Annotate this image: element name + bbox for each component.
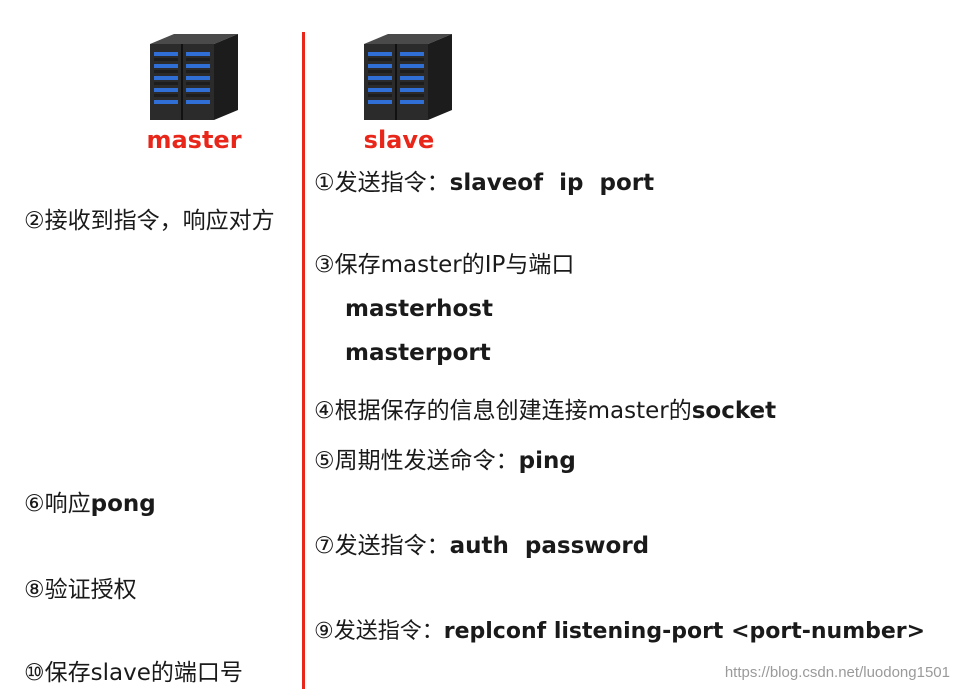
watermark-url: https://blog.csdn.net/luodong1501	[724, 664, 950, 681]
step-3-item-masterhost: masterhost	[345, 296, 493, 322]
step-6-keyword: pong	[90, 491, 156, 517]
step-3: ③保存master的IP与端口	[314, 252, 575, 278]
step-1-command: slaveof ip port	[449, 170, 655, 196]
step-3-item-masterport: masterport	[345, 340, 491, 366]
master-server-icon	[150, 34, 238, 120]
step-10: ⑩保存slave的端口号	[24, 660, 243, 686]
step-9-command: replconf listening-port <port-number>	[443, 619, 926, 644]
step-6: ⑥响应pong	[24, 491, 156, 519]
step-1-prefix: ①发送指令：	[314, 170, 450, 196]
slave-server-icon	[364, 34, 452, 120]
master-label: master	[146, 126, 242, 154]
step-8: ⑧验证授权	[24, 577, 137, 603]
step-7: ⑦发送指令：auth password	[314, 533, 649, 561]
step-7-prefix: ⑦发送指令：	[314, 533, 450, 559]
step-9-prefix: ⑨发送指令：	[314, 619, 444, 644]
step-4-prefix: ④根据保存的信息创建连接master的	[314, 398, 692, 424]
step-4: ④根据保存的信息创建连接master的socket	[314, 398, 776, 426]
step-5: ⑤周期性发送命令：ping	[314, 448, 576, 476]
step-9: ⑨发送指令：replconf listening-port <port-numb…	[314, 619, 925, 645]
step-1: ①发送指令：slaveof ip port	[314, 170, 654, 198]
master-slave-divider	[302, 32, 305, 689]
step-4-keyword: socket	[691, 398, 777, 424]
step-5-keyword: ping	[518, 448, 576, 474]
step-5-prefix: ⑤周期性发送命令：	[314, 448, 519, 474]
step-2: ②接收到指令，响应对方	[24, 208, 275, 234]
step-7-command: auth password	[449, 533, 650, 559]
slave-label: slave	[363, 126, 435, 154]
step-6-prefix: ⑥响应	[24, 491, 91, 517]
